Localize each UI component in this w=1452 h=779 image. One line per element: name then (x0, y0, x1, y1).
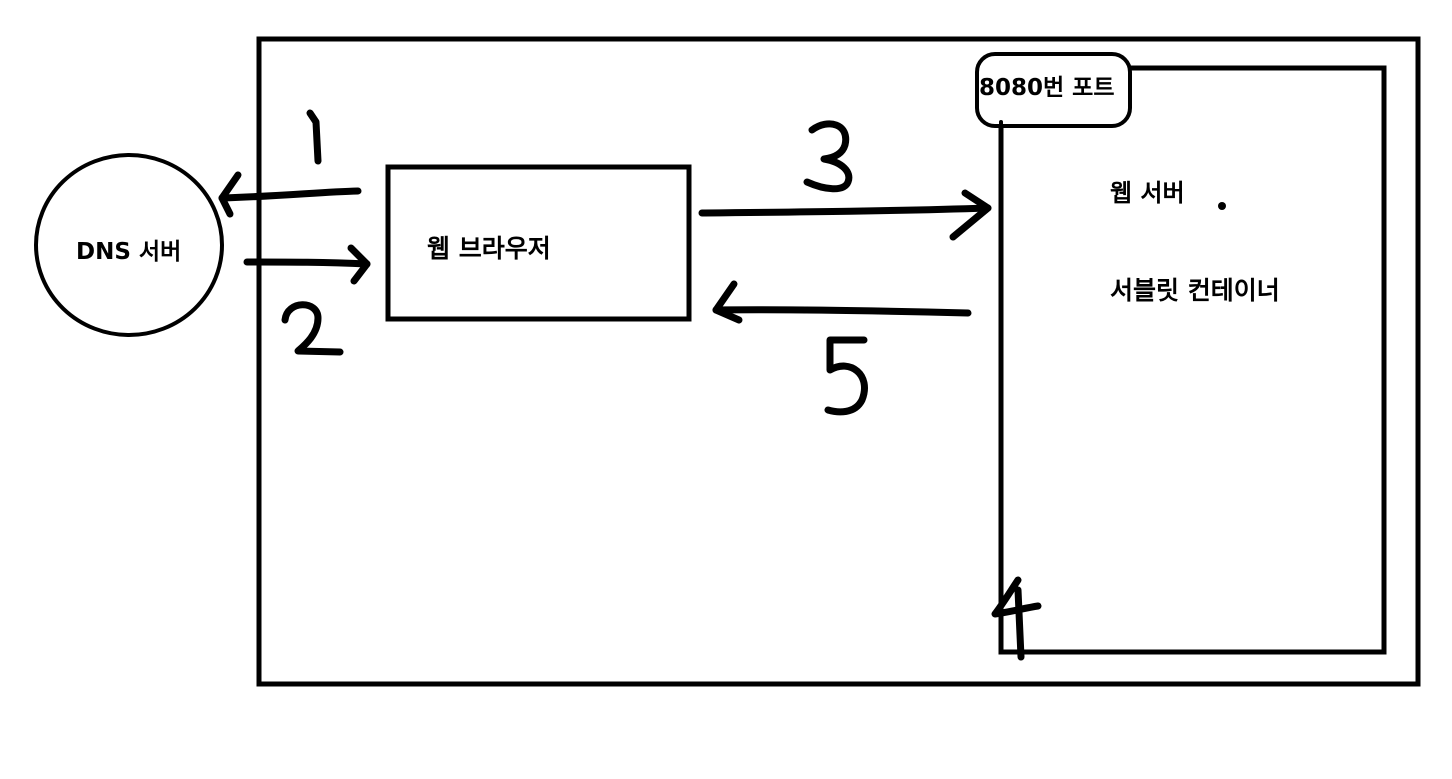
servlet-container-label: 서블릿 컨테이너 (1110, 276, 1280, 305)
step-number-2 (281, 301, 344, 356)
web-browser-box (385, 164, 692, 322)
step-number-3 (803, 120, 853, 193)
web-browser-label: 웹 브라우저 (427, 234, 551, 263)
arrow-3 (698, 189, 992, 241)
step-number-5 (824, 336, 868, 416)
web-server-frame (998, 65, 1387, 655)
arrow-1 (218, 171, 362, 218)
step-number-1 (306, 109, 322, 165)
dns-server-circle (34, 153, 224, 337)
web-server-label: 웹 서버 (1110, 179, 1185, 207)
port-tab-shape (975, 52, 1132, 128)
dns-server-label: DNS 서버 (76, 239, 182, 265)
web-server-dot (1218, 202, 1226, 210)
outer-host-frame (256, 36, 1421, 687)
port-label: 8080번 포트 (979, 75, 1115, 101)
arrow-5 (712, 280, 972, 324)
step-number-4 (991, 576, 1042, 661)
arrow-2 (243, 244, 371, 285)
